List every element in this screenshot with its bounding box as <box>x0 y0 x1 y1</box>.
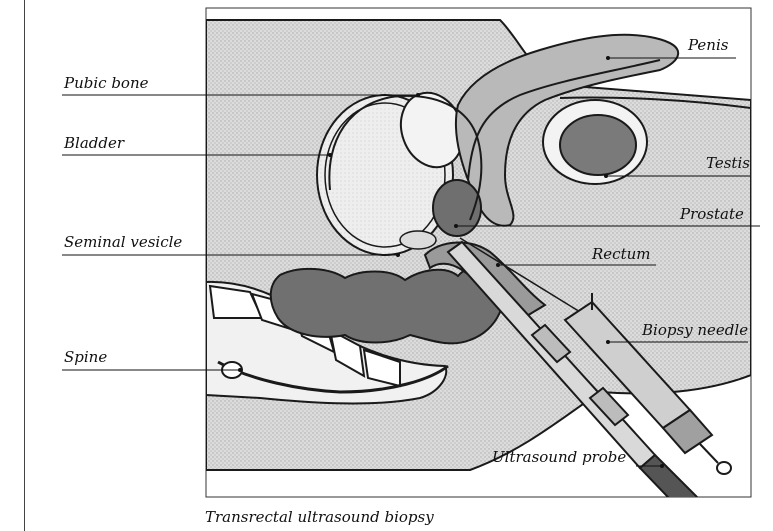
label-testis: Testis <box>706 154 750 172</box>
colon <box>271 266 504 343</box>
label-seminal-vesicle: Seminal vesicle <box>64 233 182 251</box>
label-penis: Penis <box>688 36 728 54</box>
testis-shape <box>560 115 636 175</box>
label-rectum: Rectum <box>592 245 650 263</box>
label-pubic-bone: Pubic bone <box>64 74 149 92</box>
label-biopsy-needle: Biopsy needle <box>642 321 748 339</box>
label-bladder: Bladder <box>64 134 124 152</box>
label-spine: Spine <box>64 348 107 366</box>
label-ultrasound-probe: Ultrasound probe <box>492 448 626 466</box>
label-prostate: Prostate <box>680 205 744 223</box>
figure-caption: Transrectal ultrasound biopsy <box>205 508 434 526</box>
seminal-vesicle-shape <box>400 231 436 249</box>
